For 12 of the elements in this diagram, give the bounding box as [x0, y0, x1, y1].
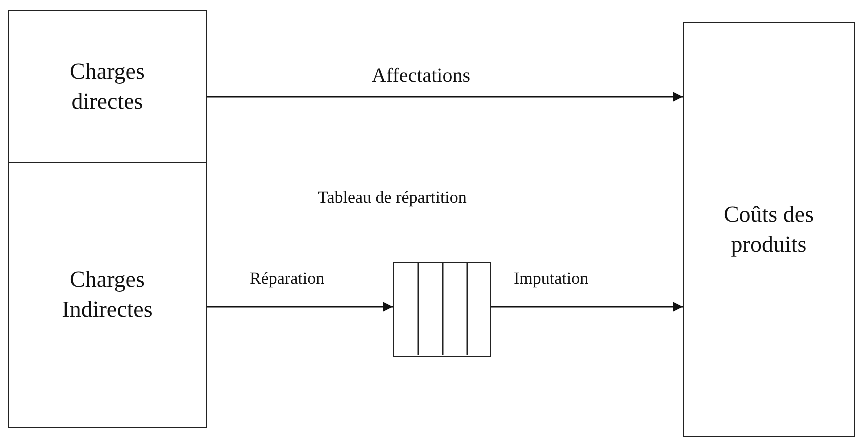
allocation-table	[393, 262, 491, 357]
box-label: Charges directes	[69, 58, 146, 116]
arrow	[207, 92, 683, 102]
table-caption: Tableau de répartition	[318, 188, 467, 208]
cost-box	[8, 10, 207, 163]
cost-box	[8, 162, 207, 428]
arrow	[207, 302, 393, 312]
box-label: Coûts des produits	[722, 200, 816, 259]
cost-box	[683, 22, 855, 437]
edge-label: Réparation	[248, 269, 327, 289]
box-label: Charges Indirectes	[61, 266, 154, 324]
arrow	[491, 302, 683, 312]
